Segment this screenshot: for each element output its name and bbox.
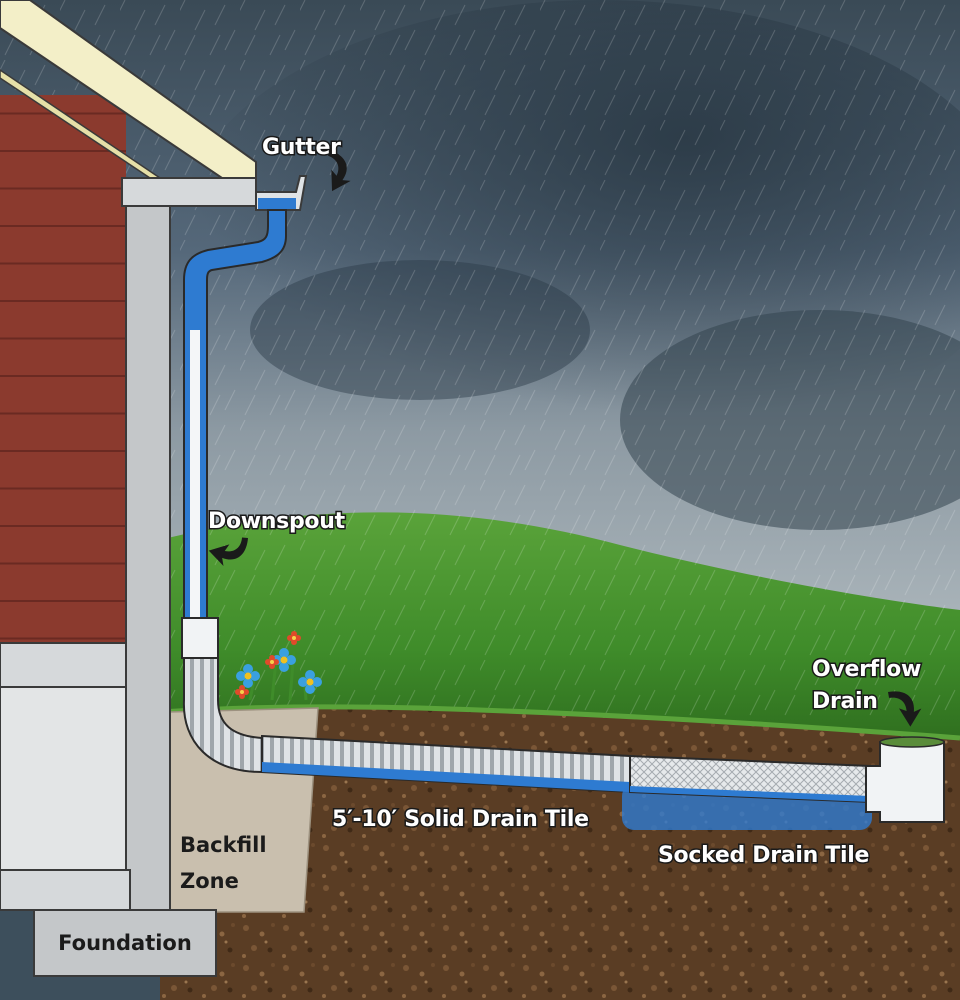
eave-soffit bbox=[121, 177, 257, 207]
backfill-zone-label-line1: Backfill bbox=[180, 833, 267, 857]
gutter-water bbox=[258, 198, 296, 209]
overflow-cap bbox=[879, 736, 945, 748]
socked-drain-tile-label: Socked Drain Tile bbox=[658, 843, 869, 868]
overflow-drain-label-line2: Drain bbox=[812, 689, 878, 714]
basement-slab bbox=[0, 869, 131, 911]
downspout-label: Downspout bbox=[208, 509, 346, 534]
downspout-adapter bbox=[181, 617, 219, 659]
solid-tile-water bbox=[262, 762, 630, 792]
foundation-label: Foundation bbox=[58, 931, 192, 955]
gutter-label: Gutter bbox=[262, 135, 341, 160]
foundation-wall bbox=[125, 189, 171, 911]
grass-edge bbox=[159, 704, 960, 741]
foundation-footing bbox=[33, 909, 217, 977]
solid-drain-tile-label: 5′-10′ Solid Drain Tile bbox=[332, 807, 589, 832]
backfill-zone-label-line2: Zone bbox=[180, 869, 239, 893]
socked-tile-water bbox=[630, 786, 870, 802]
overflow-drain-label-line1: Overflow bbox=[812, 657, 921, 682]
house-siding bbox=[0, 95, 126, 643]
downspout-highlight bbox=[190, 330, 200, 618]
flower-cluster bbox=[235, 631, 322, 701]
overflow-drain bbox=[865, 741, 945, 823]
sill-plate bbox=[0, 642, 131, 688]
